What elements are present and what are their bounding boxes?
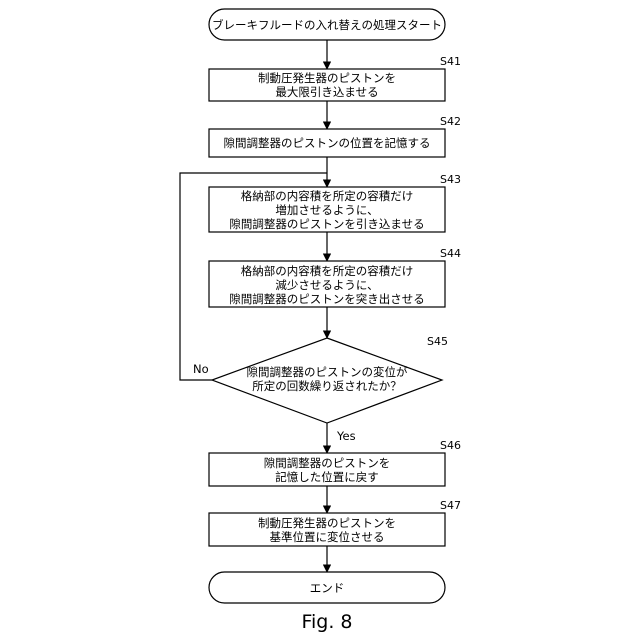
branch-label-no: No: [193, 362, 209, 376]
s41-line-1: 制動圧発生器のピストンを: [258, 71, 396, 85]
step-label-s44: S44: [440, 247, 461, 260]
start-terminal-label: ブレーキフルードの入れ替えの処理スタート: [212, 18, 442, 32]
step-label-s43: S43: [440, 173, 461, 186]
s41-line-2: 最大限引き込ませる: [275, 85, 378, 99]
s42-line-1: 隙間調整器のピストンの位置を記憶する: [224, 136, 431, 150]
s45-line-2: 所定の回数繰り返されたか？: [252, 379, 402, 393]
step-label-s45: S45: [427, 335, 448, 348]
s44-line-2: 減少させるように、: [275, 278, 378, 292]
s43-line-3: 隙間調整器のピストンを引き込ませる: [229, 217, 424, 231]
branch-label-yes: Yes: [336, 429, 356, 443]
s46-line-2: 記憶した位置に戻す: [275, 470, 379, 484]
figure-caption: Fig. 8: [301, 611, 352, 633]
s47-line-2: 基準位置に変位させる: [270, 530, 385, 544]
s46-line-1: 隙間調整器のピストンを: [264, 456, 391, 470]
step-label-s41: S41: [440, 55, 461, 68]
s45-line-1: 隙間調整器のピストンの変位が: [247, 365, 408, 379]
step-label-s42: S42: [440, 115, 461, 128]
step-label-s47: S47: [440, 499, 461, 512]
step-label-s46: S46: [440, 439, 461, 452]
s43-line-2: 増加させるように、: [275, 203, 378, 217]
s43-line-1: 格納部の内容積を所定の容積だけ: [241, 189, 414, 203]
s44-line-3: 隙間調整器のピストンを突き出させる: [229, 292, 425, 306]
s44-line-1: 格納部の内容積を所定の容積だけ: [241, 264, 414, 278]
s47-line-1: 制動圧発生器のピストンを: [258, 516, 396, 530]
end-terminal-label: エンド: [310, 581, 345, 595]
